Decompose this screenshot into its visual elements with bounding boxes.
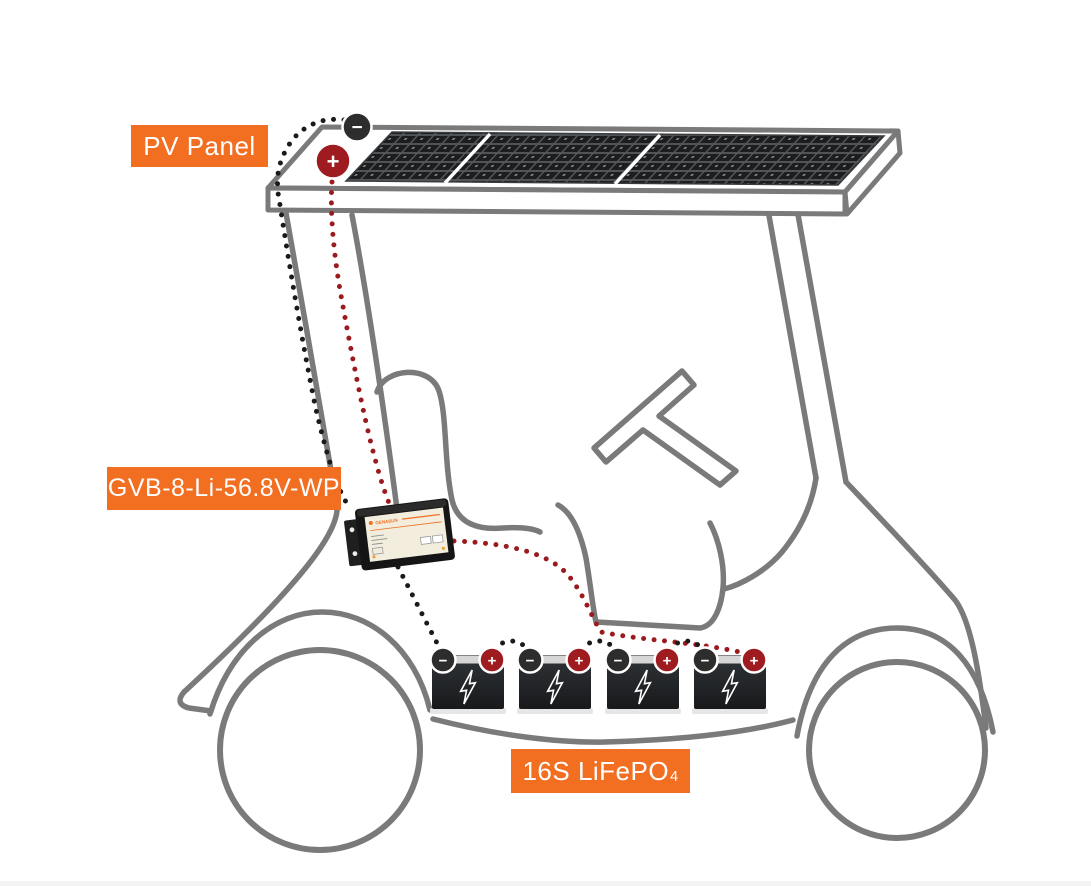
battery-4-positive-terminal [740, 646, 768, 674]
svg-text:−: − [526, 653, 535, 670]
battery-3: − + [604, 646, 681, 714]
front-fender-arc [207, 609, 433, 717]
lightning-bolt-icon [634, 669, 652, 705]
front-wheel [217, 647, 423, 853]
battery-bank: − + − + − + [429, 646, 768, 714]
rear-fender-arc [794, 625, 996, 739]
controller-corner-dot [372, 555, 376, 559]
battery-2-positive-terminal [565, 646, 593, 674]
pv-terminals: − + [314, 111, 373, 180]
controller-brand: GENASUN [375, 518, 398, 526]
lightning-bolt-icon [721, 669, 739, 705]
front-pillar-right-edge [349, 212, 402, 527]
rear-wheel [806, 659, 988, 841]
rear-pillar-right-edge [794, 206, 849, 485]
battery-2-negative-terminal [516, 646, 544, 674]
controller-logo-dot [368, 520, 373, 525]
steering-column [591, 368, 739, 488]
battery-link-wire-2 [578, 638, 619, 652]
svg-text:+: + [575, 653, 584, 670]
pv-positive-terminal [314, 142, 352, 180]
controller-positive-wire [451, 538, 751, 657]
controller-model-label: GVB-8-Li-56.8V-WP [107, 467, 341, 510]
battery-2: − + [516, 646, 593, 714]
solar-panel [344, 131, 886, 186]
svg-text:+: + [663, 653, 672, 670]
svg-text:−: − [439, 653, 448, 670]
battery-3-negative-terminal [604, 646, 632, 674]
pv-negative-terminal [341, 111, 373, 143]
controller-negative-wire [395, 564, 441, 648]
image-bottom-edge [0, 881, 1091, 886]
battery-bank-label-subscript: 4 [670, 769, 679, 785]
battery-1-positive-terminal [478, 646, 506, 674]
wiring [275, 116, 751, 657]
body-bottom-line [430, 716, 796, 745]
battery-1-negative-terminal [429, 646, 457, 674]
charge-controller-device: GENASUN [344, 498, 455, 571]
cart-outline [177, 206, 996, 853]
svg-text:+: + [488, 653, 497, 670]
battery-4-negative-terminal [691, 646, 719, 674]
mounting-hole [349, 527, 355, 533]
roof-front-face [265, 185, 848, 217]
pv-panel-label-text: PV Panel [143, 130, 256, 161]
controller-corner-dot [441, 546, 446, 550]
lightning-bolt-icon [459, 669, 477, 705]
rear-pillar-left-edge [765, 207, 819, 481]
front-pillar-left-edge [177, 210, 340, 714]
panel-divider-1 [443, 132, 492, 185]
battery-link-wire-1 [491, 638, 531, 652]
panel-divider-2 [613, 133, 662, 186]
svg-text:+: + [750, 653, 759, 670]
battery-3-positive-terminal [653, 646, 681, 674]
seat-back-rear-edge [721, 475, 819, 592]
svg-text:+: + [327, 149, 340, 174]
battery-1: − + [429, 646, 506, 714]
pv-positive-wire [328, 179, 395, 513]
battery-bank-label-text: 16S LiFePO [522, 755, 670, 786]
mounting-hole [352, 551, 358, 557]
svg-text:−: − [351, 118, 362, 139]
rear-body-sweep [843, 479, 989, 731]
svg-text:−: − [614, 653, 623, 670]
solar-panel-cells [344, 131, 886, 186]
seat-back-outline [374, 369, 543, 535]
seat-floor-outline [555, 502, 727, 631]
battery-link-wire-3 [666, 638, 706, 652]
svg-text:−: − [701, 653, 710, 670]
lightning-bolt-icon [546, 669, 564, 705]
roof-right-face [842, 128, 903, 217]
controller-model-label-text: GVB-8-Li-56.8V-WP [107, 474, 341, 502]
battery-4: − + [691, 646, 768, 714]
pv-panel-label: PV Panel [131, 125, 268, 167]
